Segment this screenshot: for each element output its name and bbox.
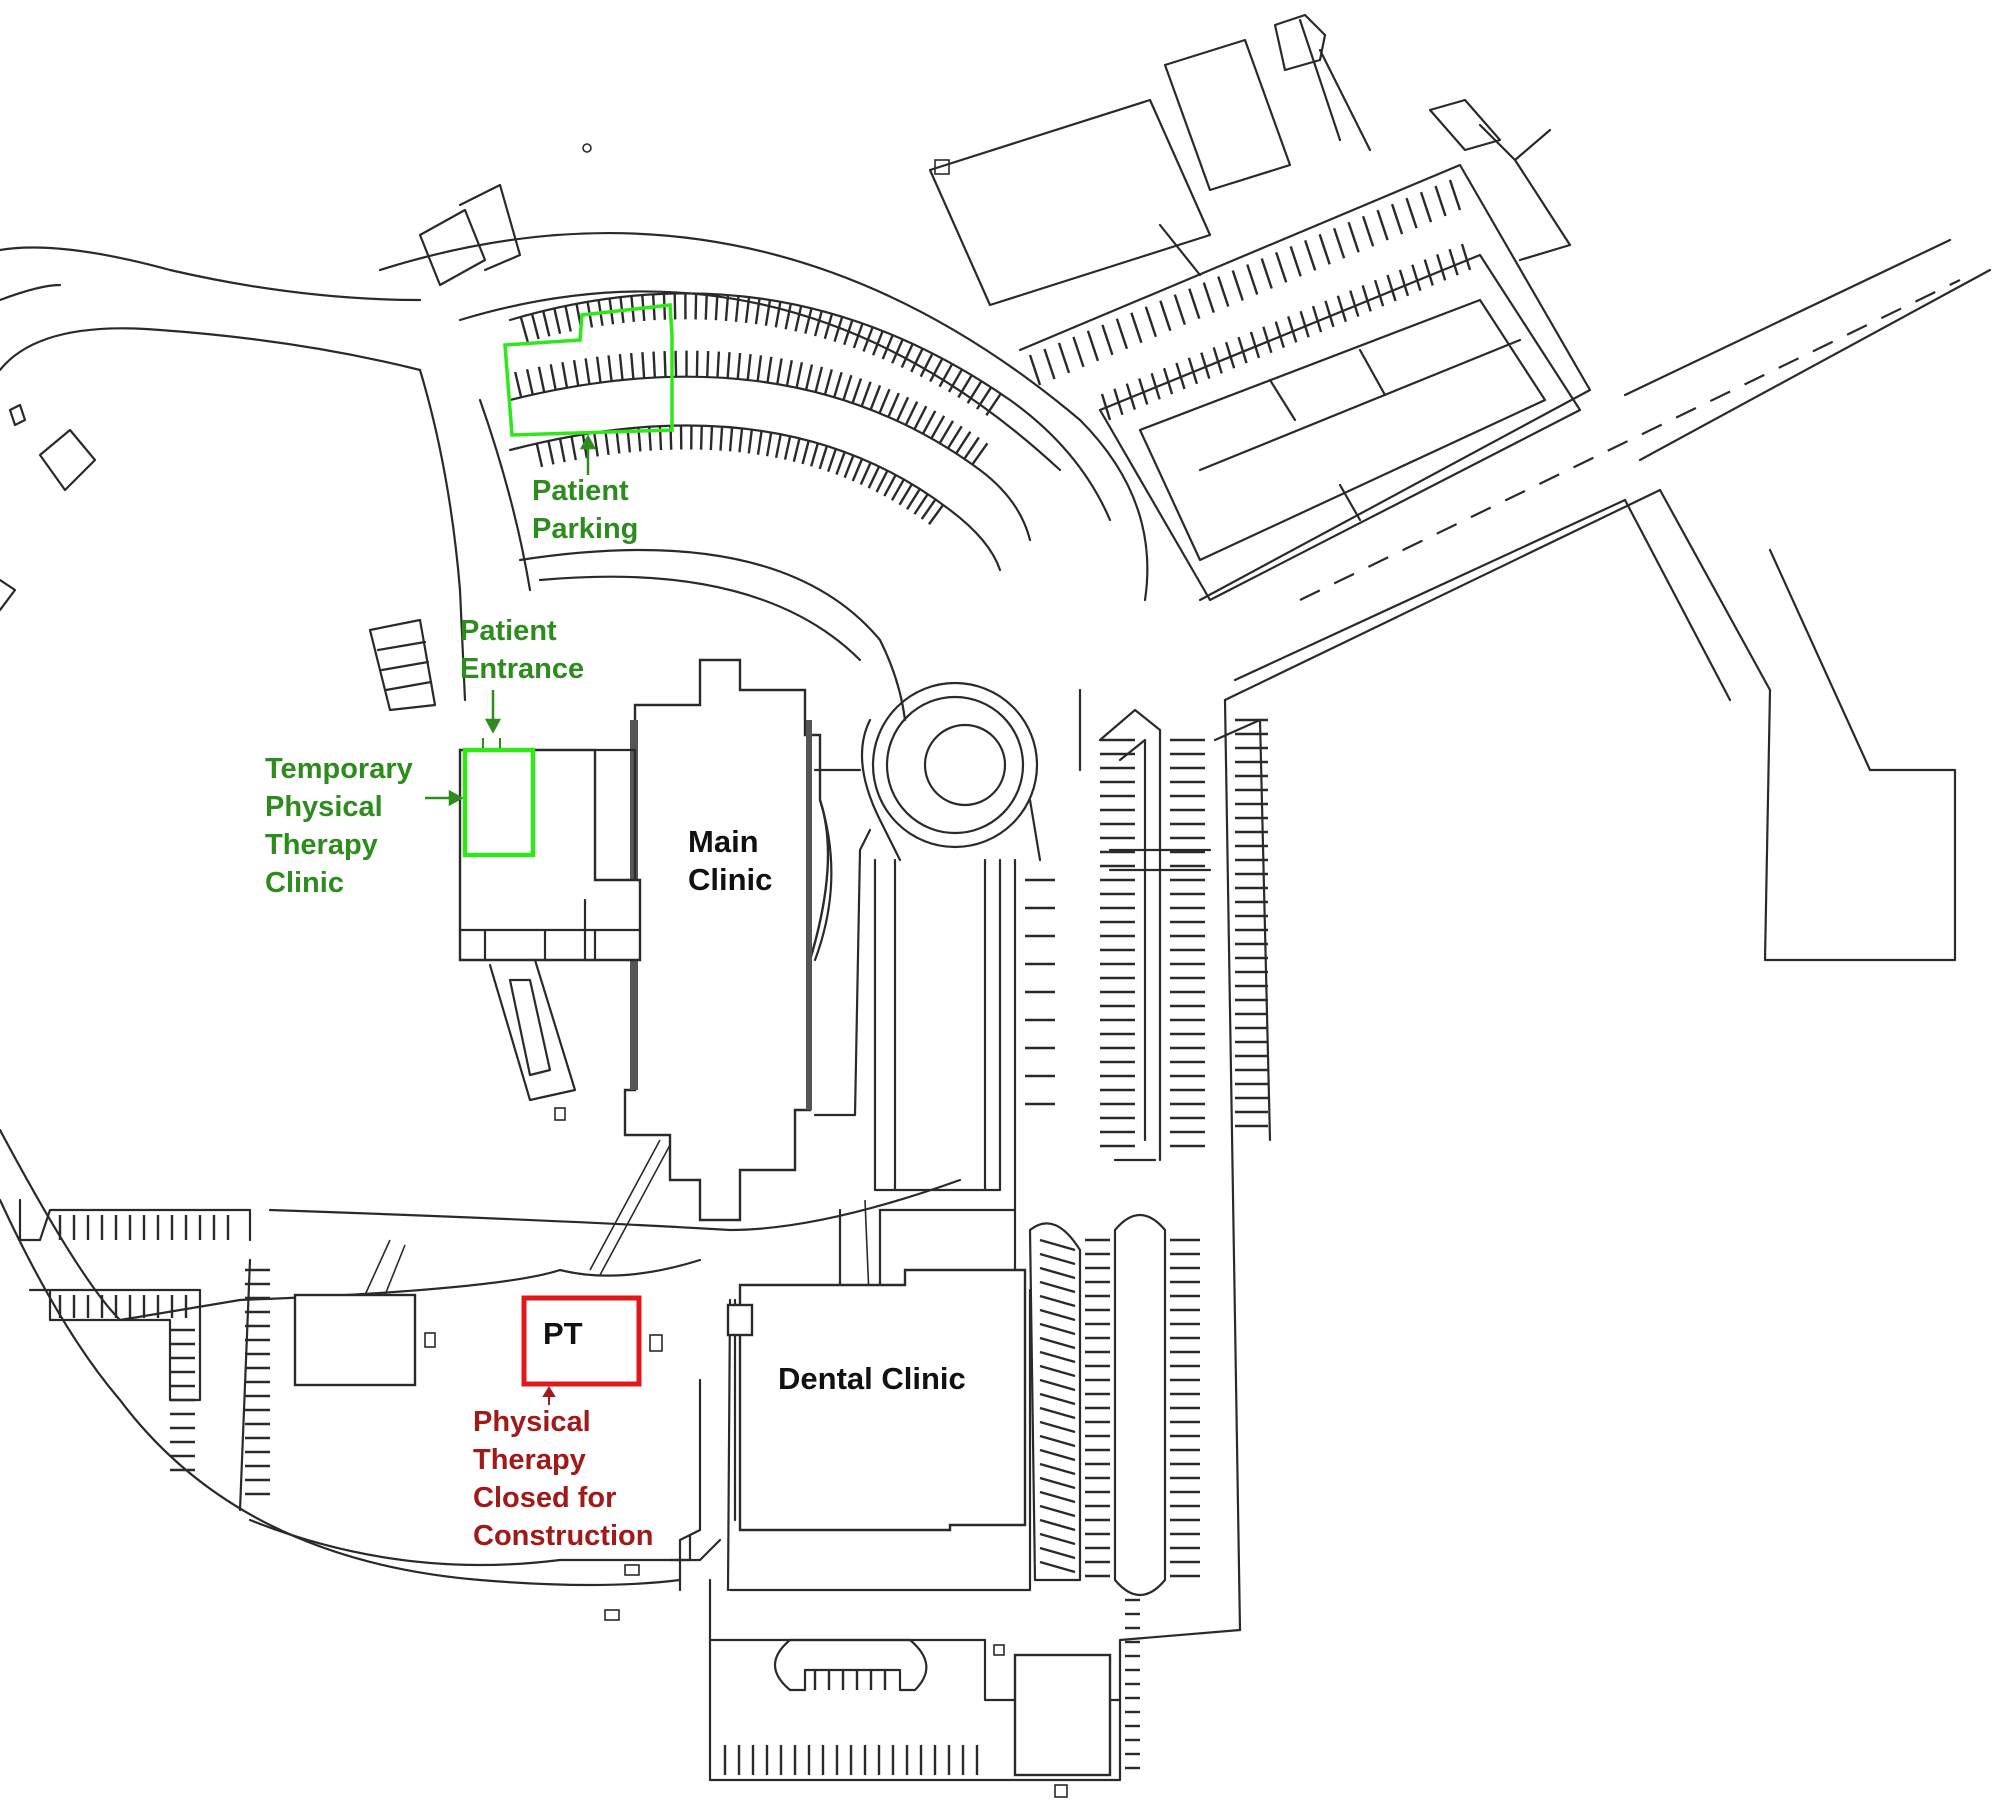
patient-parking-outline[interactable] (503, 303, 674, 437)
pt-closed-label: Physical Therapy Closed for Construction (473, 1406, 654, 1552)
pt-building-outline[interactable] (521, 1295, 642, 1387)
southwest-area (18, 1198, 702, 1621)
road-network (0, 18, 1992, 1782)
south-lot-area (723, 1598, 1140, 1798)
pt-label: PT (543, 1316, 583, 1351)
main-clinic-building (368, 618, 1017, 1222)
temp-clinic-arrow (425, 789, 464, 807)
temporary-pt-clinic-label: Temporary Physical Therapy Clinic (265, 753, 413, 899)
dental-clinic-label: Dental Clinic (778, 1361, 966, 1396)
parking-arrow (579, 434, 597, 475)
highlights (425, 303, 674, 1405)
temp-pt-clinic-outline[interactable] (462, 747, 536, 858)
entrance-arrow (484, 690, 502, 734)
east-parking-islands (1025, 708, 1272, 1596)
dental-clinic-building (726, 1208, 1032, 1592)
northeast-area (928, 13, 1592, 602)
patient-parking-label: Patient Parking (532, 475, 639, 545)
pt-closed-arrow (542, 1386, 556, 1405)
northwest-area (0, 143, 592, 612)
patient-entrance-label: Patient Entrance (460, 615, 585, 685)
roundabout (860, 681, 1042, 862)
main-clinic-label: Main Clinic (688, 824, 773, 897)
